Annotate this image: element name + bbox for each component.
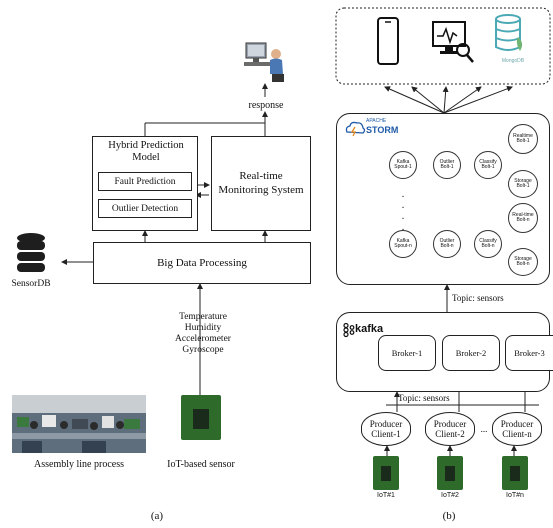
kafka-spout-n-node: Kafka Spout-n <box>389 230 417 258</box>
hybrid-prediction-model-box: Hybrid Prediction Model Fault Prediction… <box>92 136 198 231</box>
iot-1-board-icon <box>373 456 399 490</box>
assembly-line-photo <box>12 395 146 453</box>
iot-n-label: IoT#n <box>506 492 524 499</box>
realtime-bolt-n-node: Real-time Bolt-n <box>508 203 538 233</box>
topic-sensors-bottom-label: Topic: sensors <box>398 393 450 403</box>
realtime-monitoring-label: Real-time Monitoring System <box>218 169 304 196</box>
broker-1-label: Broker-1 <box>391 348 423 358</box>
outputs-dashed-box <box>335 7 551 85</box>
fault-prediction-box: Fault Prediction <box>98 172 192 191</box>
classify-bolt-n-label: Classify Bolt-n <box>479 237 497 249</box>
realtime-bolt-1-label: Realtime Bolt-1 <box>513 132 533 144</box>
producer-ellipsis: ... <box>480 424 488 434</box>
storm-logo-icon <box>344 119 366 137</box>
kafka-spout-1-node: Kafka Spout-1 <box>389 151 417 179</box>
outlier-bolt-1-node: Outlier Bolt-1 <box>433 151 461 179</box>
iot-2-board-icon <box>437 456 463 490</box>
outlier-detection-label: Outlier Detection <box>111 203 179 214</box>
sensordb-label: SensorDB <box>11 279 51 289</box>
classify-bolt-1-label: Classify Bolt-1 <box>479 158 497 170</box>
kafka-label: kafka <box>355 323 384 335</box>
producer-client-n: Producer Client-n <box>492 412 542 446</box>
outlier-bolt-1-label: Outlier Bolt-1 <box>439 158 455 170</box>
caption-b: (b) <box>442 510 456 522</box>
broker-2: Broker-2 <box>442 335 500 371</box>
storage-bolt-n-node: Storage Bolt-n <box>508 248 538 276</box>
kafka-spout-n-label: Kafka Spout-n <box>394 237 412 249</box>
iot-sensor-board-icon <box>181 395 221 440</box>
realtime-monitoring-box: Real-time Monitoring System <box>211 136 311 231</box>
broker-2-label: Broker-2 <box>455 348 487 358</box>
kafka-logo-icon <box>341 322 355 338</box>
big-data-processing-label: Big Data Processing <box>157 257 247 269</box>
iot-sensor-label: IoT-based sensor <box>167 459 235 470</box>
broker-1: Broker-1 <box>378 335 436 371</box>
classify-bolt-n-node: Classify Bolt-n <box>474 230 502 258</box>
kafka-spout-1-label: Kafka Spout-1 <box>394 158 412 170</box>
smartphone-icon <box>376 17 400 65</box>
outlier-detection-box: Outlier Detection <box>98 199 192 218</box>
realtime-bolt-1-node: Realtime Bolt-1 <box>508 124 538 154</box>
storm-label: STORM <box>366 125 399 135</box>
broker-3-label: Broker-3 <box>514 348 545 358</box>
producer-client-2-label: Producer Client-2 <box>433 418 467 439</box>
mongodb-database-icon <box>493 13 529 57</box>
response-label: response <box>248 100 284 111</box>
iot-2-label: IoT#2 <box>441 492 459 499</box>
monitor-search-icon <box>431 20 475 64</box>
producer-client-2: Producer Client-2 <box>425 412 475 446</box>
broker-3: Broker-3 <box>505 335 553 371</box>
topic-sensors-top-label: Topic: sensors <box>452 293 504 303</box>
iot-n-board-icon <box>502 456 528 490</box>
storage-bolt-1-label: Storage Bolt-1 <box>514 177 532 189</box>
outlier-bolt-n-node: Outlier Bolt-n <box>433 230 461 258</box>
assembly-line-label: Assembly line process <box>34 459 124 470</box>
hybrid-title: Hybrid Prediction Model <box>108 140 184 164</box>
sensor-gyroscope: Gyroscope <box>182 345 224 355</box>
storm-apache-label: APACHE <box>366 118 387 124</box>
iot-1-label: IoT#1 <box>377 492 395 499</box>
mongodb-label: MongoDB <box>501 58 525 64</box>
fault-prediction-label: Fault Prediction <box>114 176 176 187</box>
storage-bolt-n-label: Storage Bolt-n <box>514 255 532 267</box>
outlier-bolt-n-label: Outlier Bolt-n <box>439 237 455 249</box>
realtime-bolt-n-label: Real-time Bolt-n <box>512 211 534 223</box>
storage-bolt-1-node: Storage Bolt-1 <box>508 170 538 198</box>
database-icon <box>15 232 47 274</box>
user-computer-icon <box>242 40 290 84</box>
sensor-humidity: Humidity <box>184 323 222 333</box>
producer-client-1-label: Producer Client-1 <box>369 418 403 439</box>
producer-client-1: Producer Client-1 <box>361 412 411 446</box>
classify-bolt-1-node: Classify Bolt-1 <box>474 151 502 179</box>
big-data-processing-box: Big Data Processing <box>93 242 311 284</box>
sensor-temperature: Temperature <box>179 312 227 322</box>
producer-client-n-label: Producer Client-n <box>500 418 534 439</box>
caption-a: (a) <box>150 510 164 522</box>
sensor-accelerometer: Accelerometer <box>175 334 231 344</box>
